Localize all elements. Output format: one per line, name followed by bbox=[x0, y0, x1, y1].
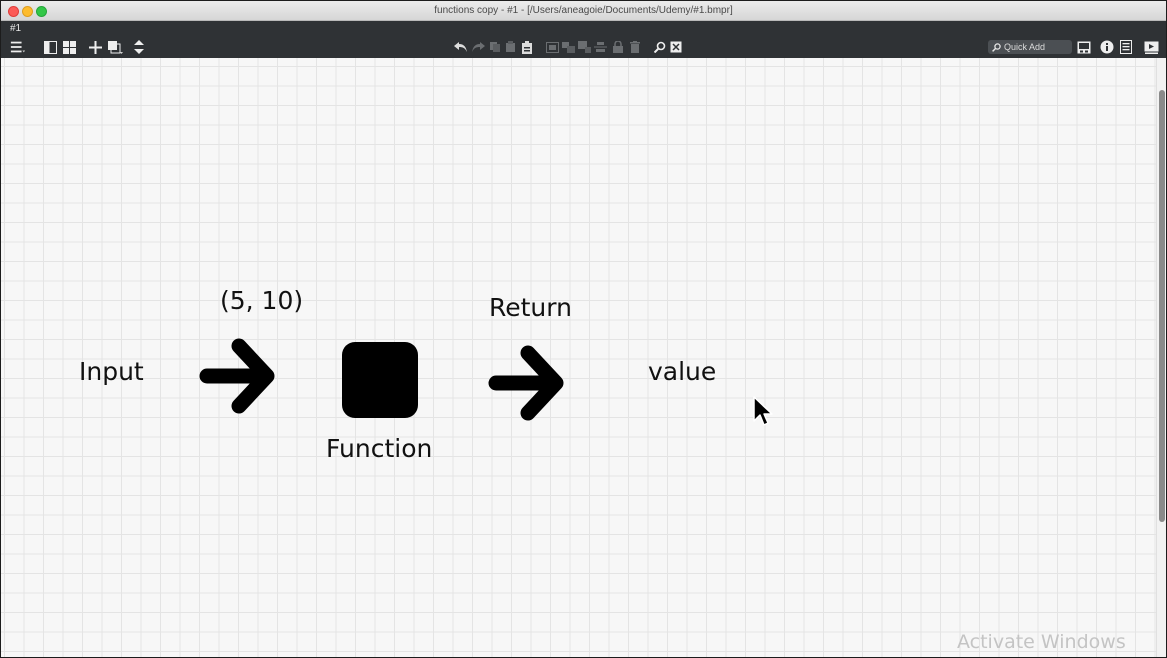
add-icon[interactable] bbox=[87, 39, 103, 55]
search-icon bbox=[992, 42, 1001, 52]
return-label[interactable]: Return bbox=[489, 293, 572, 322]
clipboard-icon[interactable] bbox=[519, 39, 535, 55]
grid-view-icon[interactable] bbox=[61, 39, 77, 55]
quick-add-input[interactable] bbox=[1001, 41, 1068, 53]
close-window-button[interactable] bbox=[8, 6, 19, 17]
zoom-icon[interactable] bbox=[652, 39, 668, 55]
copy-icon[interactable] bbox=[487, 39, 503, 55]
redo-icon[interactable] bbox=[470, 39, 486, 55]
quick-add-field[interactable] bbox=[988, 40, 1072, 54]
presentation-icon[interactable] bbox=[1143, 39, 1159, 55]
arguments-label[interactable]: (5, 10) bbox=[220, 286, 304, 315]
paste-icon[interactable] bbox=[503, 39, 519, 55]
maximize-window-button[interactable] bbox=[36, 6, 47, 17]
fit-icon[interactable] bbox=[668, 39, 684, 55]
return-arrow-icon[interactable] bbox=[488, 344, 564, 422]
mockup-canvas[interactable] bbox=[1, 58, 1156, 657]
duplicate-icon[interactable] bbox=[107, 39, 123, 55]
group-icon[interactable] bbox=[544, 39, 560, 55]
sort-icon[interactable] bbox=[131, 39, 147, 55]
input-arrow-icon[interactable] bbox=[199, 337, 275, 415]
undo-icon[interactable] bbox=[453, 39, 469, 55]
function-box[interactable] bbox=[342, 342, 418, 418]
tab-1[interactable]: #1 bbox=[10, 23, 22, 34]
info-icon[interactable] bbox=[1099, 39, 1115, 55]
lock-icon[interactable] bbox=[610, 39, 626, 55]
activate-windows-watermark: Activate Windows bbox=[957, 631, 1126, 653]
minimize-window-button[interactable] bbox=[22, 6, 33, 17]
bring-front-icon[interactable] bbox=[576, 39, 592, 55]
function-label[interactable]: Function bbox=[326, 434, 433, 463]
mouse-cursor-icon bbox=[753, 396, 773, 426]
media-icon[interactable] bbox=[1076, 39, 1092, 55]
ungroup-icon[interactable] bbox=[560, 39, 576, 55]
vertical-scrollbar[interactable] bbox=[1156, 58, 1166, 657]
window-title: functions copy - #1 - [/Users/aneagoie/D… bbox=[434, 5, 733, 16]
title-bar: functions copy - #1 - [/Users/aneagoie/D… bbox=[1, 1, 1166, 21]
properties-icon[interactable] bbox=[1118, 39, 1134, 55]
trash-icon[interactable] bbox=[627, 39, 643, 55]
toolbar: #1 bbox=[1, 21, 1166, 58]
align-icon[interactable] bbox=[592, 39, 608, 55]
input-label[interactable]: Input bbox=[79, 357, 144, 386]
value-label[interactable]: value bbox=[648, 357, 717, 386]
scrollbar-thumb[interactable] bbox=[1159, 90, 1165, 522]
menu-icon[interactable] bbox=[10, 39, 26, 55]
single-pane-icon[interactable] bbox=[42, 39, 58, 55]
